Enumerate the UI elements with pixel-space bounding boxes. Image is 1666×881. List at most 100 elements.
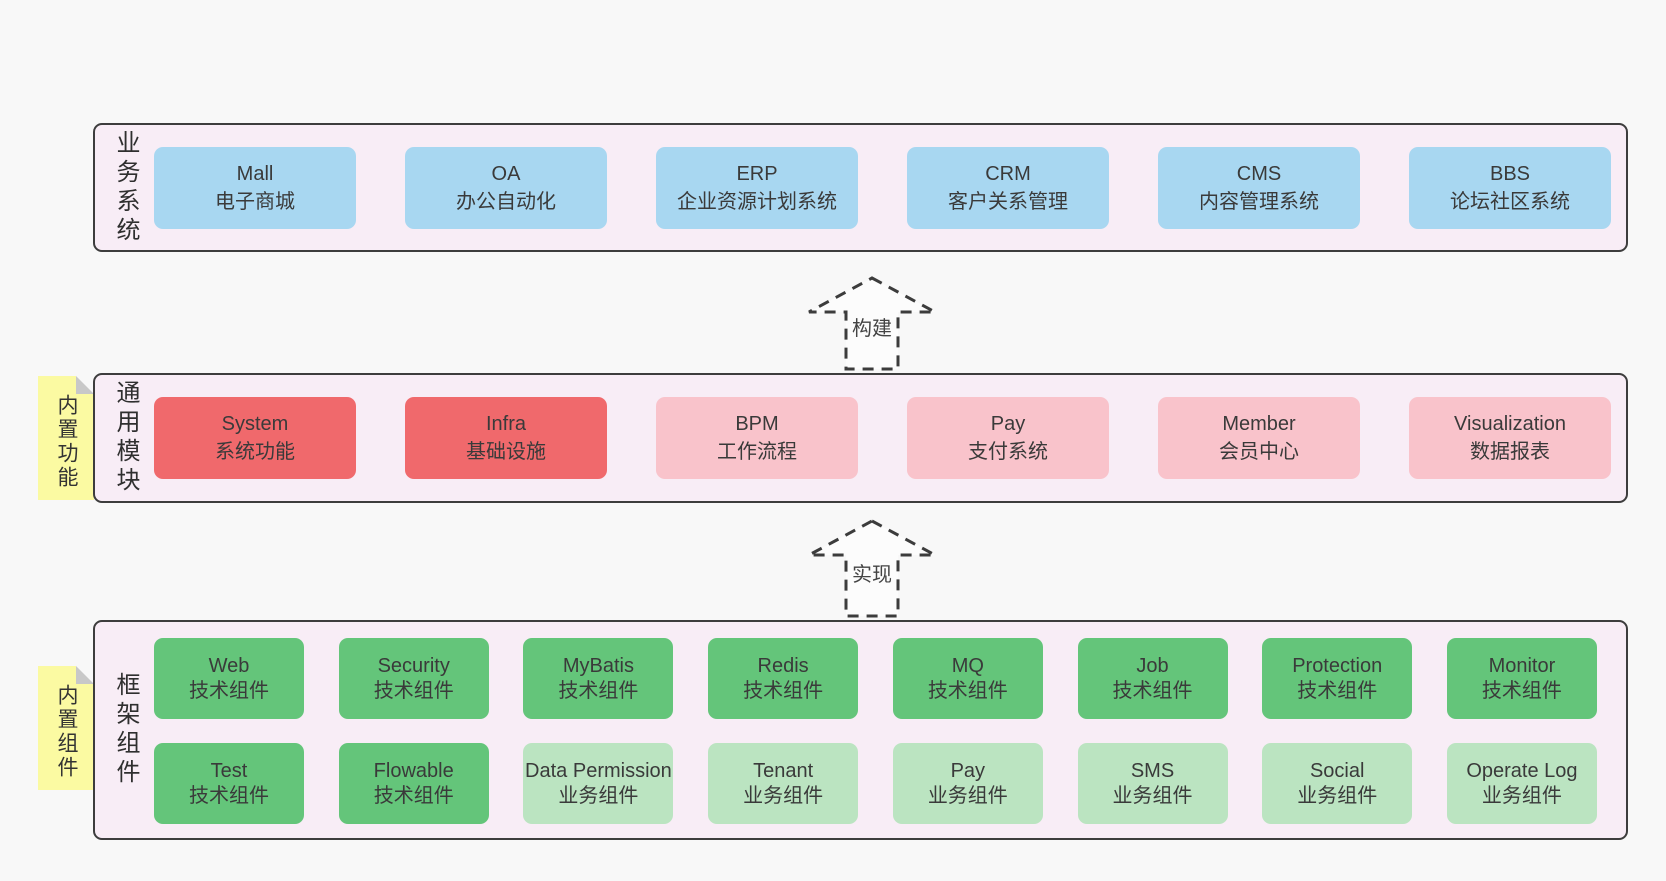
box-subtitle: 技术组件 bbox=[189, 784, 269, 807]
box-title: Protection bbox=[1292, 654, 1383, 677]
box-social: Social 业务组件 bbox=[1262, 743, 1413, 824]
box-member: Member 会员中心 bbox=[1158, 397, 1360, 479]
box-subtitle: 技术组件 bbox=[743, 679, 824, 702]
box-mybatis: MyBatis 技术组件 bbox=[523, 638, 674, 719]
box-title: Test bbox=[210, 759, 248, 782]
box-title: SMS bbox=[1130, 759, 1175, 782]
box-subtitle: 论坛社区系统 bbox=[1450, 190, 1570, 213]
implement-arrow-icon: 实现 bbox=[802, 518, 942, 618]
box-job: Job 技术组件 bbox=[1077, 638, 1228, 719]
box-title: Visualization bbox=[1454, 413, 1566, 435]
box-subtitle: 系统功能 bbox=[215, 441, 295, 463]
box-subtitle: 支付系统 bbox=[968, 441, 1048, 463]
box-title: Pay bbox=[990, 413, 1026, 435]
sticky-note-label: 内置组件 bbox=[55, 683, 78, 780]
box-visualization: Visualization 数据报表 bbox=[1409, 397, 1611, 479]
box-subtitle: 内容管理系统 bbox=[1199, 190, 1319, 213]
framework-box-row-1: Web 技术组件 Security 技术组件 MyBatis 技术组件 Redi… bbox=[95, 638, 1626, 719]
band-business-label: 业务系统 bbox=[112, 129, 139, 246]
box-protection: Protection 技术组件 bbox=[1262, 638, 1413, 719]
box-title: Monitor bbox=[1488, 654, 1556, 677]
box-title: CMS bbox=[1236, 162, 1282, 185]
sticky-note-builtin-components: 内置组件 bbox=[38, 666, 94, 790]
box-security: Security 技术组件 bbox=[338, 638, 489, 719]
box-oa: OA 办公自动化 bbox=[405, 146, 607, 229]
box-title: Web bbox=[208, 654, 250, 677]
box-test: Test 技术组件 bbox=[154, 743, 304, 824]
box-title: BBS bbox=[1489, 162, 1531, 185]
box-title: Security bbox=[377, 654, 450, 677]
box-title: Infra bbox=[485, 413, 527, 435]
box-subtitle: 业务组件 bbox=[558, 784, 639, 807]
box-title: Flowable bbox=[373, 759, 454, 782]
box-redis: Redis 技术组件 bbox=[708, 638, 859, 719]
box-title: CRM bbox=[985, 162, 1031, 185]
box-subtitle: 数据报表 bbox=[1470, 441, 1550, 463]
box-title: MQ bbox=[951, 654, 984, 677]
box-title: Social bbox=[1309, 759, 1365, 782]
box-subtitle: 业务组件 bbox=[927, 784, 1008, 807]
box-title: Operate Log bbox=[1466, 759, 1578, 782]
band-business-systems: 业务系统 Mall 电子商城 OA 办公自动化 ERP 企业资源计划系统 CRM… bbox=[93, 123, 1628, 252]
build-arrow-label: 构建 bbox=[848, 312, 896, 341]
box-title: OA bbox=[491, 162, 521, 185]
box-subtitle: 技术组件 bbox=[558, 679, 639, 702]
box-subtitle: 业务组件 bbox=[1481, 784, 1562, 807]
box-subtitle: 企业资源计划系统 bbox=[677, 190, 837, 213]
box-title: Member bbox=[1222, 413, 1296, 435]
band-common-modules: 通用模块 System 系统功能 Infra 基础设施 BPM 工作流程 Pay… bbox=[93, 373, 1628, 503]
box-title: Data Permission bbox=[525, 759, 672, 782]
box-subtitle: 客户关系管理 bbox=[948, 190, 1068, 213]
box-web: Web 技术组件 bbox=[154, 638, 304, 719]
sticky-note-builtin-features: 内置功能 bbox=[38, 376, 94, 500]
box-subtitle: 基础设施 bbox=[466, 441, 546, 463]
box-title: Job bbox=[1136, 654, 1169, 677]
box-pay-biz: Pay 业务组件 bbox=[892, 743, 1043, 824]
box-subtitle: 技术组件 bbox=[927, 679, 1008, 702]
box-cms: CMS 内容管理系统 bbox=[1158, 146, 1360, 229]
framework-box-row-2: Test 技术组件 Flowable 技术组件 Data Permission … bbox=[95, 743, 1626, 824]
box-monitor: Monitor 技术组件 bbox=[1446, 638, 1597, 719]
box-crm: CRM 客户关系管理 bbox=[907, 146, 1109, 229]
box-subtitle: 技术组件 bbox=[189, 679, 269, 702]
box-erp: ERP 企业资源计划系统 bbox=[656, 146, 858, 229]
box-operate-log: Operate Log 业务组件 bbox=[1446, 743, 1597, 824]
box-pay: Pay 支付系统 bbox=[907, 397, 1109, 479]
sticky-note-label: 内置功能 bbox=[55, 393, 78, 490]
box-subtitle: 办公自动化 bbox=[456, 190, 556, 213]
box-subtitle: 技术组件 bbox=[1112, 679, 1193, 702]
box-subtitle: 业务组件 bbox=[1112, 784, 1193, 807]
band-framework-label: 框架组件 bbox=[112, 672, 139, 788]
box-subtitle: 业务组件 bbox=[743, 784, 824, 807]
box-subtitle: 技术组件 bbox=[1297, 679, 1378, 702]
box-mall: Mall 电子商城 bbox=[154, 146, 356, 229]
box-mq: MQ 技术组件 bbox=[892, 638, 1043, 719]
box-infra: Infra 基础设施 bbox=[405, 397, 607, 479]
band-common-label: 通用模块 bbox=[112, 380, 139, 496]
box-subtitle: 会员中心 bbox=[1219, 441, 1299, 463]
implement-arrow-label: 实现 bbox=[848, 558, 896, 587]
box-bpm: BPM 工作流程 bbox=[656, 397, 858, 479]
box-data-permission: Data Permission 业务组件 bbox=[523, 743, 674, 824]
box-flowable: Flowable 技术组件 bbox=[338, 743, 489, 824]
box-subtitle: 技术组件 bbox=[373, 784, 454, 807]
box-title: ERP bbox=[736, 162, 778, 185]
business-box-row: Mall 电子商城 OA 办公自动化 ERP 企业资源计划系统 CRM 客户关系… bbox=[95, 146, 1626, 229]
box-title: MyBatis bbox=[562, 654, 634, 677]
box-title: Mall bbox=[236, 162, 274, 185]
box-title: Pay bbox=[950, 759, 986, 782]
box-tenant: Tenant 业务组件 bbox=[708, 743, 859, 824]
box-title: Redis bbox=[757, 654, 809, 677]
box-title: Tenant bbox=[753, 759, 814, 782]
box-subtitle: 工作流程 bbox=[717, 441, 797, 463]
box-sms: SMS 业务组件 bbox=[1077, 743, 1228, 824]
box-bbs: BBS 论坛社区系统 bbox=[1409, 146, 1611, 229]
common-box-row: System 系统功能 Infra 基础设施 BPM 工作流程 Pay 支付系统… bbox=[95, 397, 1626, 479]
box-subtitle: 业务组件 bbox=[1297, 784, 1378, 807]
band-framework-components: 框架组件 Web 技术组件 Security 技术组件 MyBatis 技术组件… bbox=[93, 620, 1628, 840]
build-arrow-icon: 构建 bbox=[802, 275, 942, 371]
box-system: System 系统功能 bbox=[154, 397, 356, 479]
box-subtitle: 技术组件 bbox=[1481, 679, 1562, 702]
box-subtitle: 电子商城 bbox=[215, 190, 295, 213]
box-subtitle: 技术组件 bbox=[373, 679, 454, 702]
